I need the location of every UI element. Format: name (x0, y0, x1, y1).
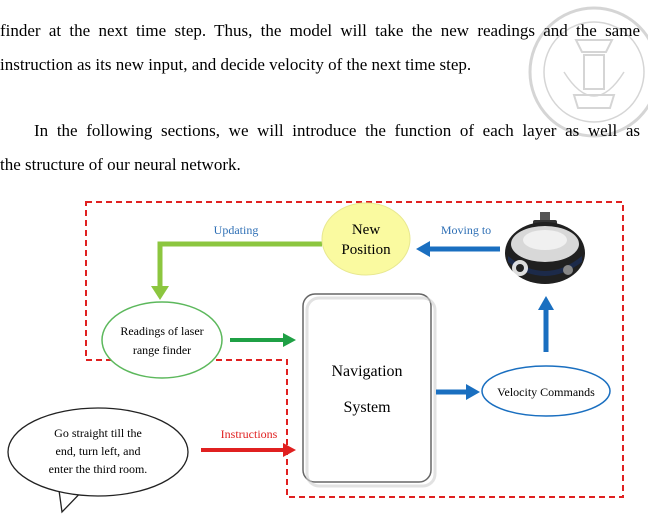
updating-arrowhead (151, 286, 169, 300)
instruction-speech-bubble (7, 407, 189, 514)
paragraph-continuation: finder at the next time step. Thus, the … (0, 14, 640, 82)
navigation-system-box (302, 293, 432, 483)
dashed-boundary (85, 201, 624, 498)
navigation-to-velocity-arrowhead (466, 384, 480, 400)
laser-readings-label-line1: Readings of laser (120, 324, 203, 338)
text-line: In the following sections, we will intro… (34, 121, 640, 140)
instructions-arrowhead (283, 443, 296, 457)
navigation-system-label-line2: System (343, 399, 391, 416)
moving-to-label: Moving to (441, 223, 491, 237)
new-position-node (321, 202, 411, 276)
text-line: finder at the next time step. Thus, the … (0, 21, 640, 40)
updating-arrow (157, 241, 322, 288)
navigation-system-label-line1: Navigation (331, 363, 402, 380)
speech-line3: enter the third room. (49, 462, 148, 476)
moving-to-arrowhead (416, 241, 430, 257)
velocity-commands-label: Velocity Commands (497, 385, 595, 399)
velocity-commands-node (481, 365, 611, 417)
speech-line1: Go straight till the (54, 426, 142, 440)
new-position-label-line1: New (352, 222, 380, 238)
velocity-to-robot-arrowhead (538, 296, 554, 310)
paragraph-sections-intro: In the following sections, we will intro… (0, 114, 640, 182)
new-position-label-line2: Position (341, 242, 391, 258)
robot-image (505, 212, 585, 284)
instructions-label: Instructions (221, 427, 278, 441)
text-line: instruction as its new input, and decide… (0, 55, 472, 74)
laser-to-navigation-arrowhead (283, 333, 296, 347)
laser-readings-node (101, 301, 223, 379)
laser-readings-label-line2: range finder (133, 343, 191, 357)
updating-label: Updating (214, 223, 259, 237)
university-seal-watermark (528, 6, 648, 138)
system-diagram: Updating New Position Moving to Readings… (7, 201, 624, 514)
text-line: the structure of our neural network. (0, 155, 241, 174)
speech-line2: end, turn left, and (56, 444, 141, 458)
